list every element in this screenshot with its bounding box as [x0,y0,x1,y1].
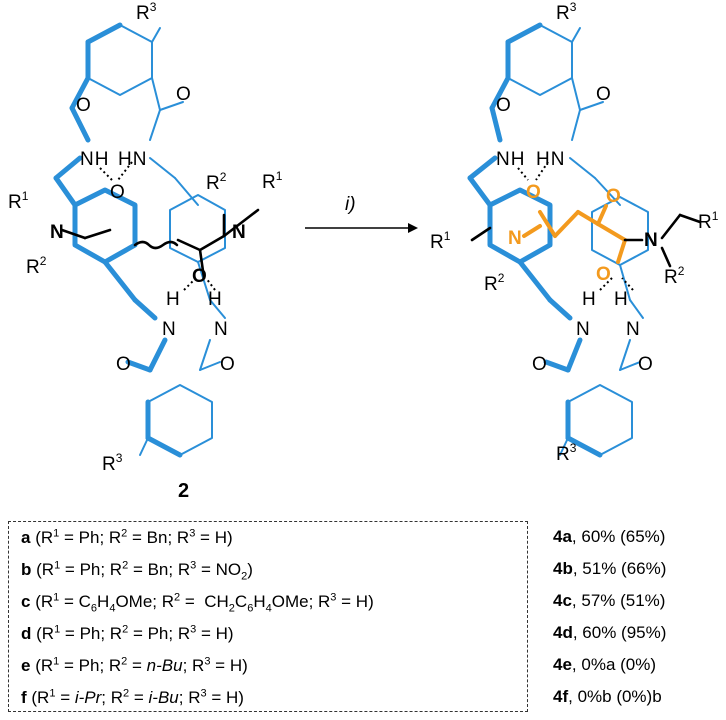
n-bottom-4: N [626,319,640,340]
h-bottom-1: H [166,289,180,310]
r2-right-left: R2 [484,271,505,295]
hn-1: HN [118,149,146,170]
product-o-1: O [526,182,541,203]
r3-top-left: R3 [136,0,157,24]
entry-f: f (R1 = i-Pr; R2 = i-Bu; R3 = H) [21,687,244,707]
o-bottom-4: O [638,354,653,375]
amide-o-2: O [176,84,191,105]
n-bottom-2: N [214,319,228,340]
r2-left: R2 [26,254,47,278]
compound-2-label: 2 [178,480,190,502]
result-4d: 4d, 60% (95%) [553,623,667,642]
r1-right-left: R1 [430,229,451,253]
n-thread: N [232,222,246,243]
h-bottom-3: H [582,289,596,310]
h-bottom-2: H [208,289,222,310]
entry-b: b (R1 = Ph; R2 = Bn; R3 = NO2) [21,559,253,583]
amide-o-3: O [496,95,511,116]
n-bottom-3: N [576,319,590,340]
o-bottom-3: O [532,354,547,375]
r3-bottom-right: R3 [556,441,577,465]
r2-right: R2 [664,264,685,288]
r3-bottom-left: R3 [102,451,123,475]
result-4e: 4e, 0%a (0%) [553,655,657,674]
o-bottom-2: O [220,354,235,375]
entry-e: e (R1 = Ph; R2 = n-Bu; R3 = H) [21,655,248,675]
thread-o-1: O [110,182,125,203]
entry-d: d (R1 = Ph; R2 = Ph; R3 = H) [21,623,234,643]
nh-1: NH [80,149,108,170]
reaction-arrow [305,223,418,233]
substituent-legend: a (R1 = Ph; R2 = Bn; R3 = H) b (R1 = Ph;… [8,521,528,712]
r1-thread: R1 [262,169,283,193]
h-bottom-4: H [614,289,628,310]
reagent-label: i) [345,194,356,215]
thread-o-2: O [192,266,207,287]
result-4f: 4f, 0%b (0%)b [553,687,662,706]
reaction-scheme: R3 O O NH HN O R1 N R2 R2 R1 N O H H N N… [8,0,719,475]
r2-thread: R2 [206,170,227,194]
r3-top-right: R3 [556,0,577,24]
n-left: N [50,222,64,243]
n-bottom-1: N [162,319,176,340]
product-o-3: O [596,264,611,285]
amide-o-1: O [76,95,91,116]
amide-o-4: O [596,84,611,105]
o-bottom-1: O [116,354,131,375]
entry-c: c (R1 = C6H4OMe; R2 = CH2C6H4OMe; R3 = H… [21,591,374,615]
r1-left: R1 [8,189,29,213]
reactant-rotaxane-2 [53,22,260,458]
hn-2: HN [536,149,564,170]
r1-right: R1 [698,209,719,233]
pyridine-n: N [508,228,522,249]
result-4c: 4c, 57% (51%) [553,591,666,610]
result-4a: 4a, 60% (65%) [553,527,666,546]
product-rotaxane-4 [467,22,702,458]
n-right: N [644,230,658,251]
entry-a: a (R1 = Ph; R2 = Bn; R3 = H) [21,527,233,547]
product-o-2: O [606,186,621,207]
nh-2: NH [496,149,524,170]
result-4b: 4b, 51% (66%) [553,559,667,578]
